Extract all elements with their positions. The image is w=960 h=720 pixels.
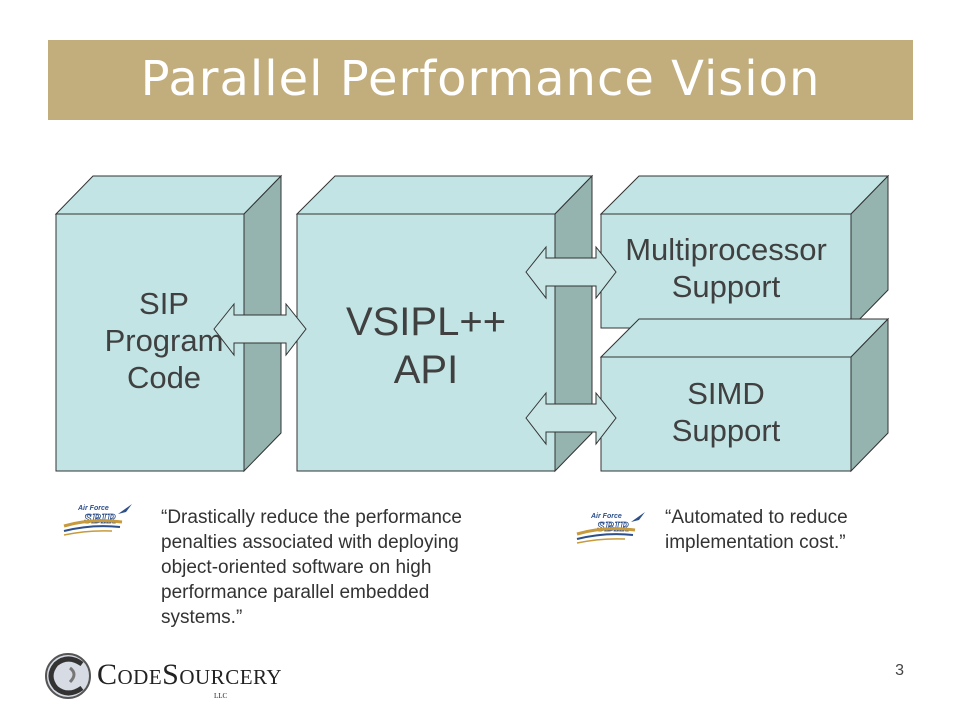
- box-vsipl-label: VSIPL++ API: [297, 298, 555, 394]
- slide-title: Parallel Performance Vision: [140, 50, 821, 107]
- box-label-line: Program: [104, 323, 224, 359]
- air-force-sbir-logo: Air Force SBIR: [63, 504, 132, 536]
- box-simd-label: SIMD Support: [601, 375, 851, 449]
- box-multiprocessor-front: [600, 213, 852, 329]
- codesourcery-logo-suffix: LLC: [214, 692, 228, 700]
- codesourcery-logo-icon: [45, 653, 91, 699]
- codesourcery-logo-text: CodeSourcery: [97, 658, 283, 691]
- double-arrow-icon: [213, 302, 307, 357]
- box-sip-front: [55, 213, 245, 472]
- title-bar: Parallel Performance Vision: [48, 40, 913, 120]
- box-label-line: Support: [671, 269, 781, 305]
- box-multiprocessor-label: Multiprocessor Support: [601, 231, 851, 305]
- box-vsipl: [295, 174, 594, 473]
- quote-line: penalties associated with deploying: [161, 532, 459, 553]
- box-label-line: SIP: [139, 286, 189, 321]
- quote-line: systems.”: [161, 607, 243, 628]
- sbir-logo-top-text: Air Force: [590, 513, 622, 520]
- box-simd-top: [599, 318, 890, 358]
- box-simd: [599, 317, 890, 473]
- page-number: 3: [895, 662, 904, 679]
- air-force-sbir-logo: Air Force SBIR: [576, 512, 645, 544]
- box-sip-top: [54, 175, 283, 215]
- quote-right: “Automated to reduce implementation cost…: [665, 505, 848, 555]
- box-sip: [54, 174, 283, 473]
- box-simd-front: [600, 356, 852, 472]
- box-label-line: Multiprocessor: [625, 232, 827, 267]
- quote-line: implementation cost.”: [665, 532, 846, 553]
- box-label-line: VSIPL++: [345, 300, 507, 344]
- box-multiprocessor: [599, 174, 890, 330]
- quote-line: object-oriented software on high: [161, 557, 432, 578]
- quote-line: “Automated to reduce: [665, 507, 848, 528]
- quote-line: “Drastically reduce the performance: [161, 507, 462, 528]
- box-label-line: SIMD: [687, 376, 765, 411]
- box-vsipl-front: [296, 213, 556, 472]
- box-vsipl-top: [295, 175, 594, 215]
- box-label-line: Code: [126, 360, 202, 396]
- codesourcery-logo: CodeSourcery LLC: [42, 650, 282, 702]
- box-label-line: API: [393, 348, 459, 392]
- quote-line: performance parallel embedded: [161, 582, 430, 603]
- double-arrow-icon: [525, 245, 617, 300]
- quote-left: “Drastically reduce the performance pena…: [161, 505, 462, 630]
- box-multiprocessor-top: [599, 175, 890, 215]
- box-sip-label: SIP Program Code: [56, 285, 272, 397]
- sbir-logo-top-text: Air Force: [77, 505, 109, 512]
- double-arrow-icon: [525, 391, 617, 446]
- box-label-line: Support: [671, 413, 781, 449]
